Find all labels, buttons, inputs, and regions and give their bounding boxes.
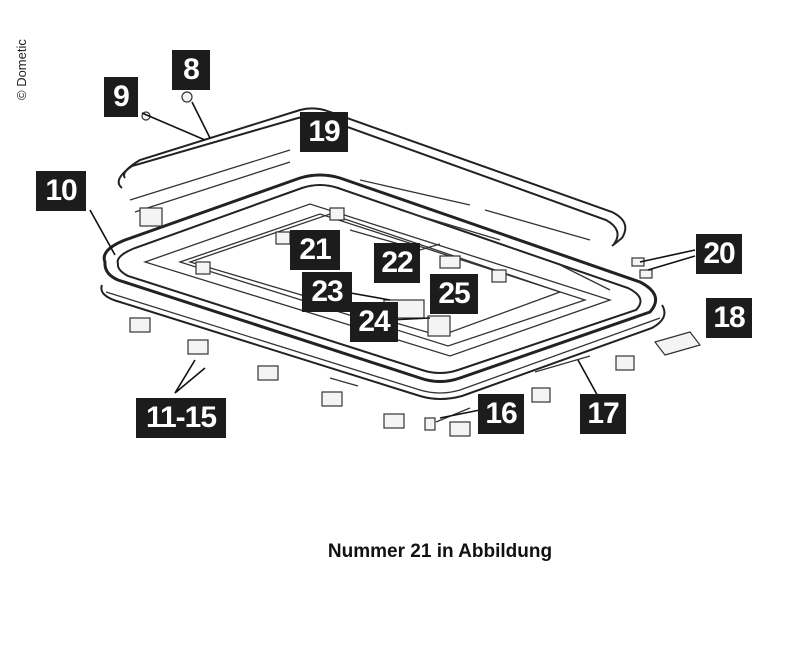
callout-8: 8: [172, 50, 210, 90]
figure-caption: Nummer 21 in Abbildung: [327, 541, 553, 562]
callout-18: 18: [706, 298, 752, 338]
callout-22: 22: [374, 243, 420, 283]
callout-25: 25: [430, 274, 478, 314]
callout-23: 23: [302, 272, 352, 312]
callout-11-15: 11-15: [136, 398, 226, 438]
callout-16: 16: [478, 394, 524, 434]
copyright-notice: © Dometic: [14, 39, 29, 100]
gasket-ring: [117, 107, 627, 247]
callout-20: 20: [696, 234, 742, 274]
callout-17: 17: [580, 394, 626, 434]
callout-19: 19: [300, 112, 348, 152]
callout-10: 10: [36, 171, 86, 211]
callout-21: 21: [290, 230, 340, 270]
callout-9: 9: [104, 77, 138, 117]
callout-24: 24: [350, 302, 398, 342]
outer-frame: [100, 173, 666, 400]
leader-lines: [89, 101, 696, 419]
clip-parts: [129, 91, 702, 437]
